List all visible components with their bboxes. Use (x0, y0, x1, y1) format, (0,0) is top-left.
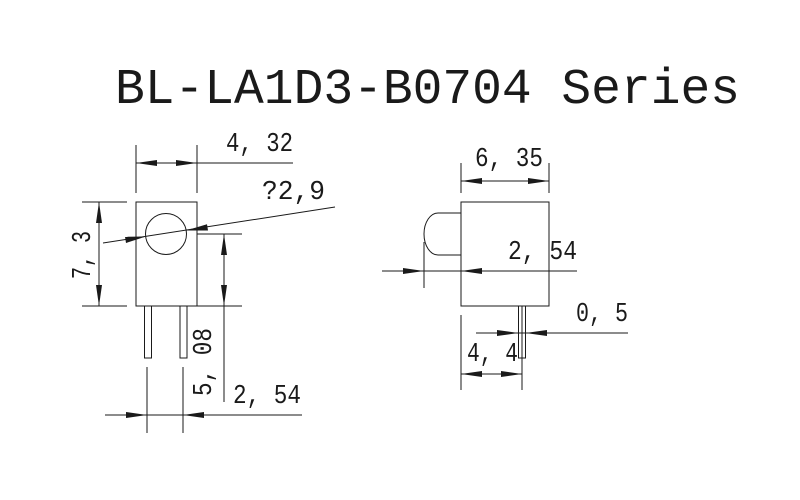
pin-offset-dimension: 4, 4 (460, 315, 523, 390)
lens-diameter-dimension: ?2,9 (102, 178, 336, 244)
height-dimension: 7, 3 (69, 201, 127, 307)
arrow-icon (136, 160, 157, 166)
svg-text:7, 3: 7, 3 (69, 231, 99, 279)
drawing-title: BL-LA1D3-B0704 Series (115, 62, 740, 119)
pin-width-dimension: 0, 5 (476, 300, 628, 336)
svg-text:5, 08: 5, 08 (190, 328, 220, 396)
svg-text:4, 32: 4, 32 (226, 130, 293, 160)
svg-text:0, 5: 0, 5 (576, 300, 628, 330)
lens-protrusion-dimension: 2, 54 (382, 238, 577, 288)
pin-right (179, 305, 188, 359)
pin-pitch-dimension: 2, 54 (105, 367, 302, 433)
side-view: 6, 35 2, 54 0, 5 4, 4 (382, 145, 628, 390)
front-view: 4, 32 ?2,9 7, 3 5, 08 (69, 130, 336, 433)
svg-text:2, 54: 2, 54 (508, 238, 577, 268)
pin-left (144, 305, 152, 359)
led-body-front (135, 201, 198, 307)
svg-text:?2,9: ?2,9 (262, 178, 325, 208)
svg-text:2, 54: 2, 54 (233, 382, 301, 412)
lens-circle (145, 213, 187, 255)
svg-text:4, 4: 4, 4 (467, 340, 518, 370)
width-dimension: 4, 32 (135, 130, 293, 193)
depth-dimension: 6, 35 (460, 145, 550, 193)
lens-height-dimension: 5, 08 (190, 233, 242, 402)
svg-text:6, 35: 6, 35 (475, 145, 543, 175)
arrow-icon (176, 160, 197, 166)
lens-dome (423, 212, 461, 256)
led-body-side (460, 201, 550, 307)
